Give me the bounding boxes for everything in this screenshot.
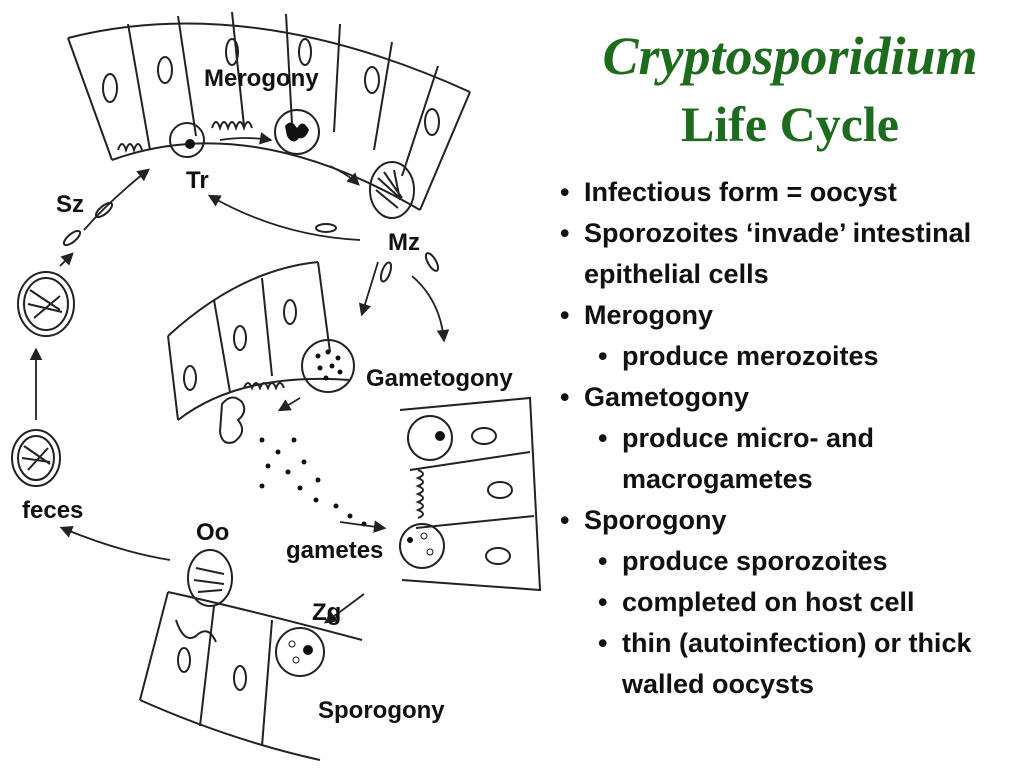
bullet-item: Merogony — [556, 295, 1018, 336]
label-zg: Zg — [312, 599, 341, 626]
macrogamete-cell — [407, 415, 453, 461]
zygote-forming-cell — [399, 523, 445, 569]
label-tr: Tr — [186, 167, 209, 194]
free-sporozoites — [62, 201, 440, 283]
oocyst-in-cell — [187, 549, 233, 607]
label-sporogony: Sporogony — [318, 697, 445, 724]
label-mz: Mz — [388, 229, 420, 256]
gametogony-epithelium — [167, 261, 351, 444]
slide-title-line2: Life Cycle — [681, 96, 899, 152]
slide-title-line1: Cryptosporidium — [602, 26, 978, 86]
bullet-item: produce sporozoites — [556, 541, 1018, 582]
oocyst-sz — [17, 271, 75, 337]
bullet-item: Infectious form = oocyst — [556, 172, 1018, 213]
bullet-item: Gametogony — [556, 377, 1018, 418]
label-feces: feces — [22, 497, 83, 524]
trophozoite-cell — [169, 122, 205, 158]
label-gametogony: Gametogony — [366, 365, 513, 392]
bullet-list: Infectious form = oocystSporozoites ‘inv… — [556, 172, 1018, 705]
bullet-item: thin (autoinfection) or thick walled ooc… — [556, 623, 1018, 705]
bullet-item: Sporogony — [556, 500, 1018, 541]
macrogamont-cell — [301, 339, 355, 393]
cycle-arrows — [29, 132, 450, 624]
bullet-item: produce merozoites — [556, 336, 1018, 377]
oocyst-feces — [11, 429, 61, 487]
merogony-epithelium — [67, 11, 471, 211]
label-gametes: gametes — [286, 537, 383, 564]
label-sz: Sz — [56, 191, 84, 218]
sporogony-epithelium — [139, 591, 363, 761]
meront-cell — [274, 109, 320, 155]
zygote-cell — [275, 627, 325, 677]
bullet-item: completed on host cell — [556, 582, 1018, 623]
label-merogony: Merogony — [204, 65, 319, 92]
bullet-item: Sporozoites ‘invade’ intestinal epitheli… — [556, 213, 1018, 295]
microgamete-dots — [259, 437, 367, 527]
label-oo: Oo — [196, 519, 229, 546]
bullet-item: produce micro- and macrogametes — [556, 418, 1018, 500]
life-cycle-diagram: Merogony Tr Sz Mz Gametogony feces Oo ga… — [11, 11, 542, 761]
merozoite-cluster — [369, 161, 415, 219]
gamete-epithelium — [399, 396, 542, 592]
